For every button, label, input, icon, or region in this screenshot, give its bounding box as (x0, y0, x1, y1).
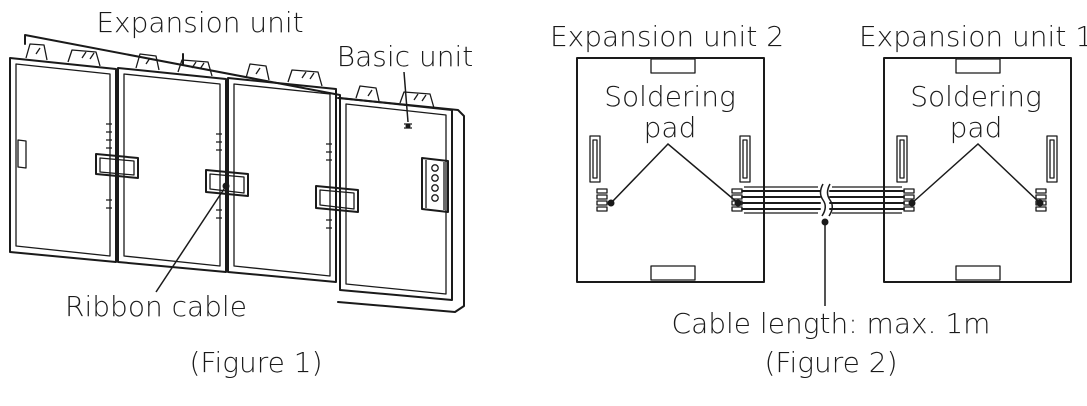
ribbon-cable-leader (155, 185, 227, 293)
basic-unit-label: Basic unit (337, 40, 473, 73)
ribbon-cable-label: Ribbon cable (65, 290, 247, 323)
expansion-module-3 (227, 63, 337, 283)
unit-2-pad-leaders (610, 142, 739, 204)
cable-length-label: Cable length: max. 1m (672, 307, 991, 340)
ribbon-clip-3-4 (315, 185, 359, 213)
expansion-unit-label: Expansion unit (96, 6, 303, 39)
unit-2-pad-label: pad (644, 111, 697, 144)
expansion-unit-2-box (576, 57, 765, 283)
unit-2-left-pads (596, 188, 608, 212)
expansion-unit-1-box (883, 57, 1072, 283)
unit-1-soldering-label: Soldering (910, 80, 1042, 113)
figure-2: Expansion unit 2 Expansion unit 1 Solder… (550, 20, 1087, 379)
figure-1: Expansion unit Basic unit Ribbon cable (… (9, 6, 473, 379)
terminal-block (421, 157, 449, 213)
expansion-unit-2-label: Expansion unit 2 (550, 20, 784, 53)
ribbon-cable-wires (741, 183, 905, 217)
unit-2-soldering-label: Soldering (604, 80, 736, 113)
unit-1-pad-label: pad (950, 111, 1003, 144)
basic-unit-module (339, 85, 453, 301)
basic-unit-leader (403, 71, 409, 123)
figure-2-caption: (Figure 2) (764, 346, 897, 379)
figure-1-caption: (Figure 1) (189, 346, 322, 379)
unit-1-pad-leaders (911, 142, 1041, 204)
expansion-module-2 (117, 53, 227, 273)
expansion-unit-1-label: Expansion unit 1 (859, 20, 1087, 53)
expansion-module-1 (9, 43, 117, 263)
ribbon-clip-1-2 (95, 153, 139, 179)
ribbon-clip-2-3 (205, 169, 249, 197)
basic-unit-backplate (337, 97, 465, 313)
